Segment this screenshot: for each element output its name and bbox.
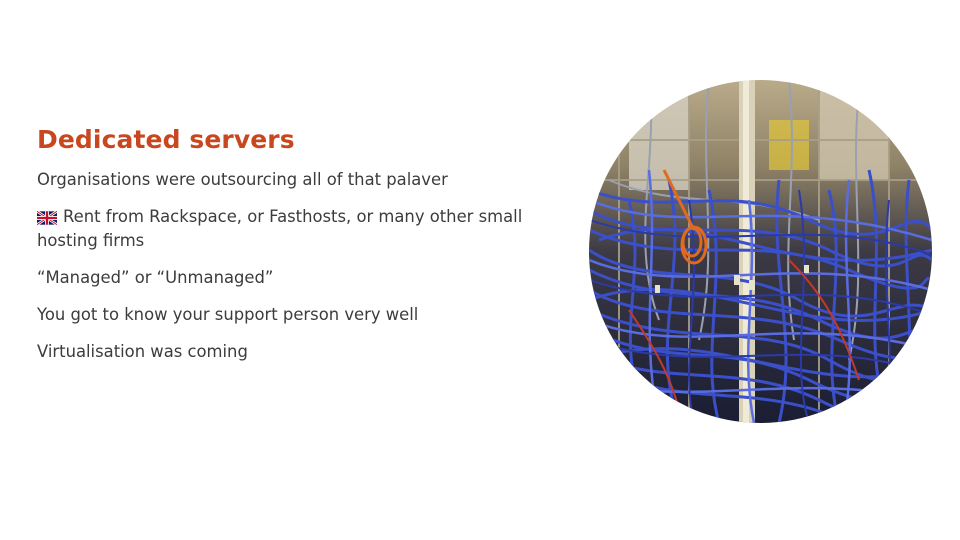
bullet-item: Virtualisation was coming	[37, 340, 567, 364]
bullet-text: Rent from Rackspace, or Fasthosts, or ma…	[37, 207, 523, 250]
bullet-text: “Managed” or “Unmanaged”	[37, 268, 274, 287]
bullet-text: Organisations were outsourcing all of th…	[37, 170, 448, 189]
bullet-item: “Managed” or “Unmanaged”	[37, 266, 567, 290]
bullet-text: Virtualisation was coming	[37, 342, 248, 361]
bullet-item: Organisations were outsourcing all of th…	[37, 168, 567, 192]
text-column: Dedicated servers Organisations were out…	[36, 122, 567, 377]
bullet-item: Rent from Rackspace, or Fasthosts, or ma…	[36, 205, 567, 253]
bullet-list: Organisations were outsourcing all of th…	[36, 168, 567, 364]
tangled-network-cables-photo	[589, 80, 932, 423]
bullet-item: You got to know your support person very…	[37, 303, 567, 327]
bullet-text: You got to know your support person very…	[37, 305, 419, 324]
uk-flag-icon	[36, 208, 58, 226]
slide-title: Dedicated servers	[37, 125, 295, 154]
